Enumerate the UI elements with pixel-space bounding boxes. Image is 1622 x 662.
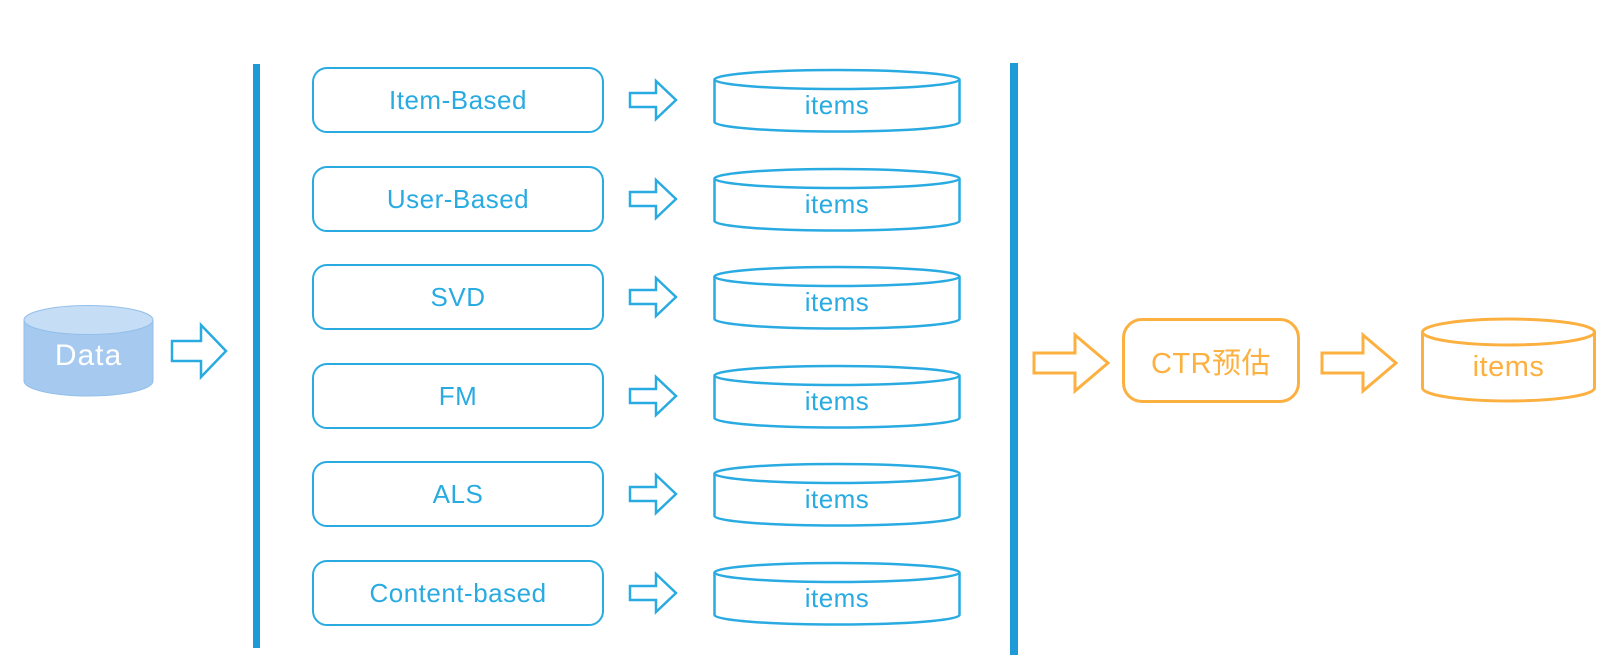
database-icon xyxy=(713,561,961,626)
recall-to-ctr-arrow-icon xyxy=(1032,331,1110,395)
database-icon xyxy=(713,265,961,330)
branch-algorithm-box: FM xyxy=(312,363,604,429)
database-icon xyxy=(1421,317,1596,403)
data-cylinder: Data xyxy=(22,303,155,399)
branch-algorithm-box: SVD xyxy=(312,264,604,330)
branch-flow-arrow-icon xyxy=(628,472,678,516)
branch-items-cylinder: items xyxy=(712,364,962,430)
branch-algorithm-box: User-Based xyxy=(312,166,604,232)
recall-stage-divider-right xyxy=(1010,63,1018,655)
branch-algorithm-box: ALS xyxy=(312,461,604,527)
branch-items-cylinder: items xyxy=(712,462,962,528)
data-cylinder-label: Data xyxy=(54,338,123,372)
branch-algorithm-label: Item-Based xyxy=(389,84,527,115)
branch-flow-arrow-icon xyxy=(628,78,678,122)
database-icon xyxy=(713,167,961,232)
branch-items-label: items xyxy=(804,583,870,614)
branch-items-label: items xyxy=(804,287,870,318)
branch-algorithm-box: Content-based xyxy=(312,560,604,626)
branch-items-label: items xyxy=(804,189,870,220)
branch-items-cylinder: items xyxy=(712,167,962,233)
branch-items-cylinder: items xyxy=(712,68,962,134)
database-icon xyxy=(713,364,961,429)
branch-algorithm-label: User-Based xyxy=(386,183,530,214)
branch-flow-arrow-icon xyxy=(628,571,678,615)
ctr-to-items-arrow-icon xyxy=(1320,331,1398,395)
branch-algorithm-label: SVD xyxy=(430,281,486,312)
branch-algorithm-label: FM xyxy=(438,380,478,411)
database-icon xyxy=(23,305,154,397)
branch-algorithm-label: ALS xyxy=(432,478,484,509)
branch-items-cylinder: items xyxy=(712,561,962,627)
branch-flow-arrow-icon xyxy=(628,275,678,319)
branch-items-label: items xyxy=(804,386,870,417)
branch-flow-arrow-icon xyxy=(628,374,678,418)
branch-flow-arrow-icon xyxy=(628,177,678,221)
recall-stage-divider-left xyxy=(253,64,260,648)
branch-items-label: items xyxy=(804,90,870,121)
branch-algorithm-label: Content-based xyxy=(369,577,547,608)
data-to-recall-arrow-icon xyxy=(170,321,228,381)
branch-items-cylinder: items xyxy=(712,265,962,331)
branch-items-label: items xyxy=(804,484,870,515)
ctr-ranker-label: CTR预估 xyxy=(1150,347,1272,380)
ctr-ranker-box: CTR预估 xyxy=(1122,318,1300,403)
final-items-label: items xyxy=(1472,350,1545,383)
database-icon xyxy=(713,68,961,133)
final-items-cylinder: items xyxy=(1420,317,1597,405)
branch-algorithm-box: Item-Based xyxy=(312,67,604,133)
database-icon xyxy=(713,462,961,527)
